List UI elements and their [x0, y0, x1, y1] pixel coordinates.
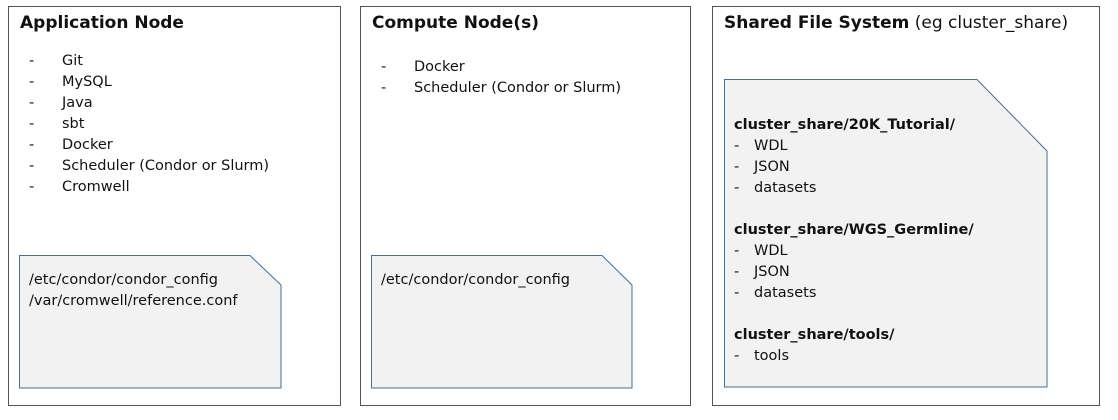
compute-nodes-software-list: -Docker -Scheduler (Condor or Slurm) [381, 57, 621, 99]
folder-item: -JSON [734, 159, 790, 175]
compute-nodes-title: Compute Node(s) [372, 13, 539, 33]
list-item: -Scheduler (Condor or Slurm) [29, 158, 270, 174]
folder-heading: cluster_share/20K_Tutorial/ [734, 117, 956, 133]
config-file-path: /etc/condor/condor_config [29, 272, 218, 288]
shared-file-system-panel: Shared File System (eg cluster_share) cl… [712, 6, 1100, 406]
list-item: -Java [29, 95, 93, 111]
list-item: -Docker [29, 137, 113, 153]
list-item: -Scheduler (Condor or Slurm) [381, 80, 622, 96]
folder-item: -JSON [734, 264, 790, 280]
list-item: -Cromwell [29, 179, 130, 195]
application-node-panel: Application Node -Git -MySQL -Java -sbt … [8, 6, 341, 406]
shared-file-system-title: Shared File System (eg cluster_share) [724, 13, 1069, 33]
folder-heading: cluster_share/tools/ [734, 327, 895, 343]
application-node-software-list: -Git -MySQL -Java -sbt -Docker -Schedule… [29, 51, 269, 198]
application-config-document: /etc/condor/condor_config /var/cromwell/… [19, 255, 283, 389]
list-item: -Git [29, 53, 83, 69]
shared-file-system-example: (eg cluster_share) [909, 13, 1069, 33]
compute-config-document: /etc/condor/condor_config [371, 255, 635, 389]
application-node-title: Application Node [20, 13, 184, 33]
document-shape [371, 255, 633, 389]
list-item: -MySQL [29, 74, 112, 90]
folder-item: -WDL [734, 138, 788, 154]
config-file-path: /var/cromwell/reference.conf [29, 293, 238, 309]
document-shape [19, 255, 282, 389]
list-item: -sbt [29, 116, 85, 132]
folder-item: -datasets [734, 180, 817, 196]
compute-nodes-panel: Compute Node(s) -Docker -Scheduler (Cond… [360, 6, 691, 406]
document-shape [724, 79, 1048, 388]
folder-item: -tools [734, 348, 790, 364]
list-item: -Docker [381, 59, 465, 75]
folder-item: -datasets [734, 285, 817, 301]
folder-heading: cluster_share/WGS_Germline/ [734, 222, 974, 238]
shared-folders-document: cluster_share/20K_Tutorial/ -WDL -JSON -… [724, 79, 1050, 389]
folder-item: -WDL [734, 243, 788, 259]
config-file-path: /etc/condor/condor_config [381, 272, 570, 288]
